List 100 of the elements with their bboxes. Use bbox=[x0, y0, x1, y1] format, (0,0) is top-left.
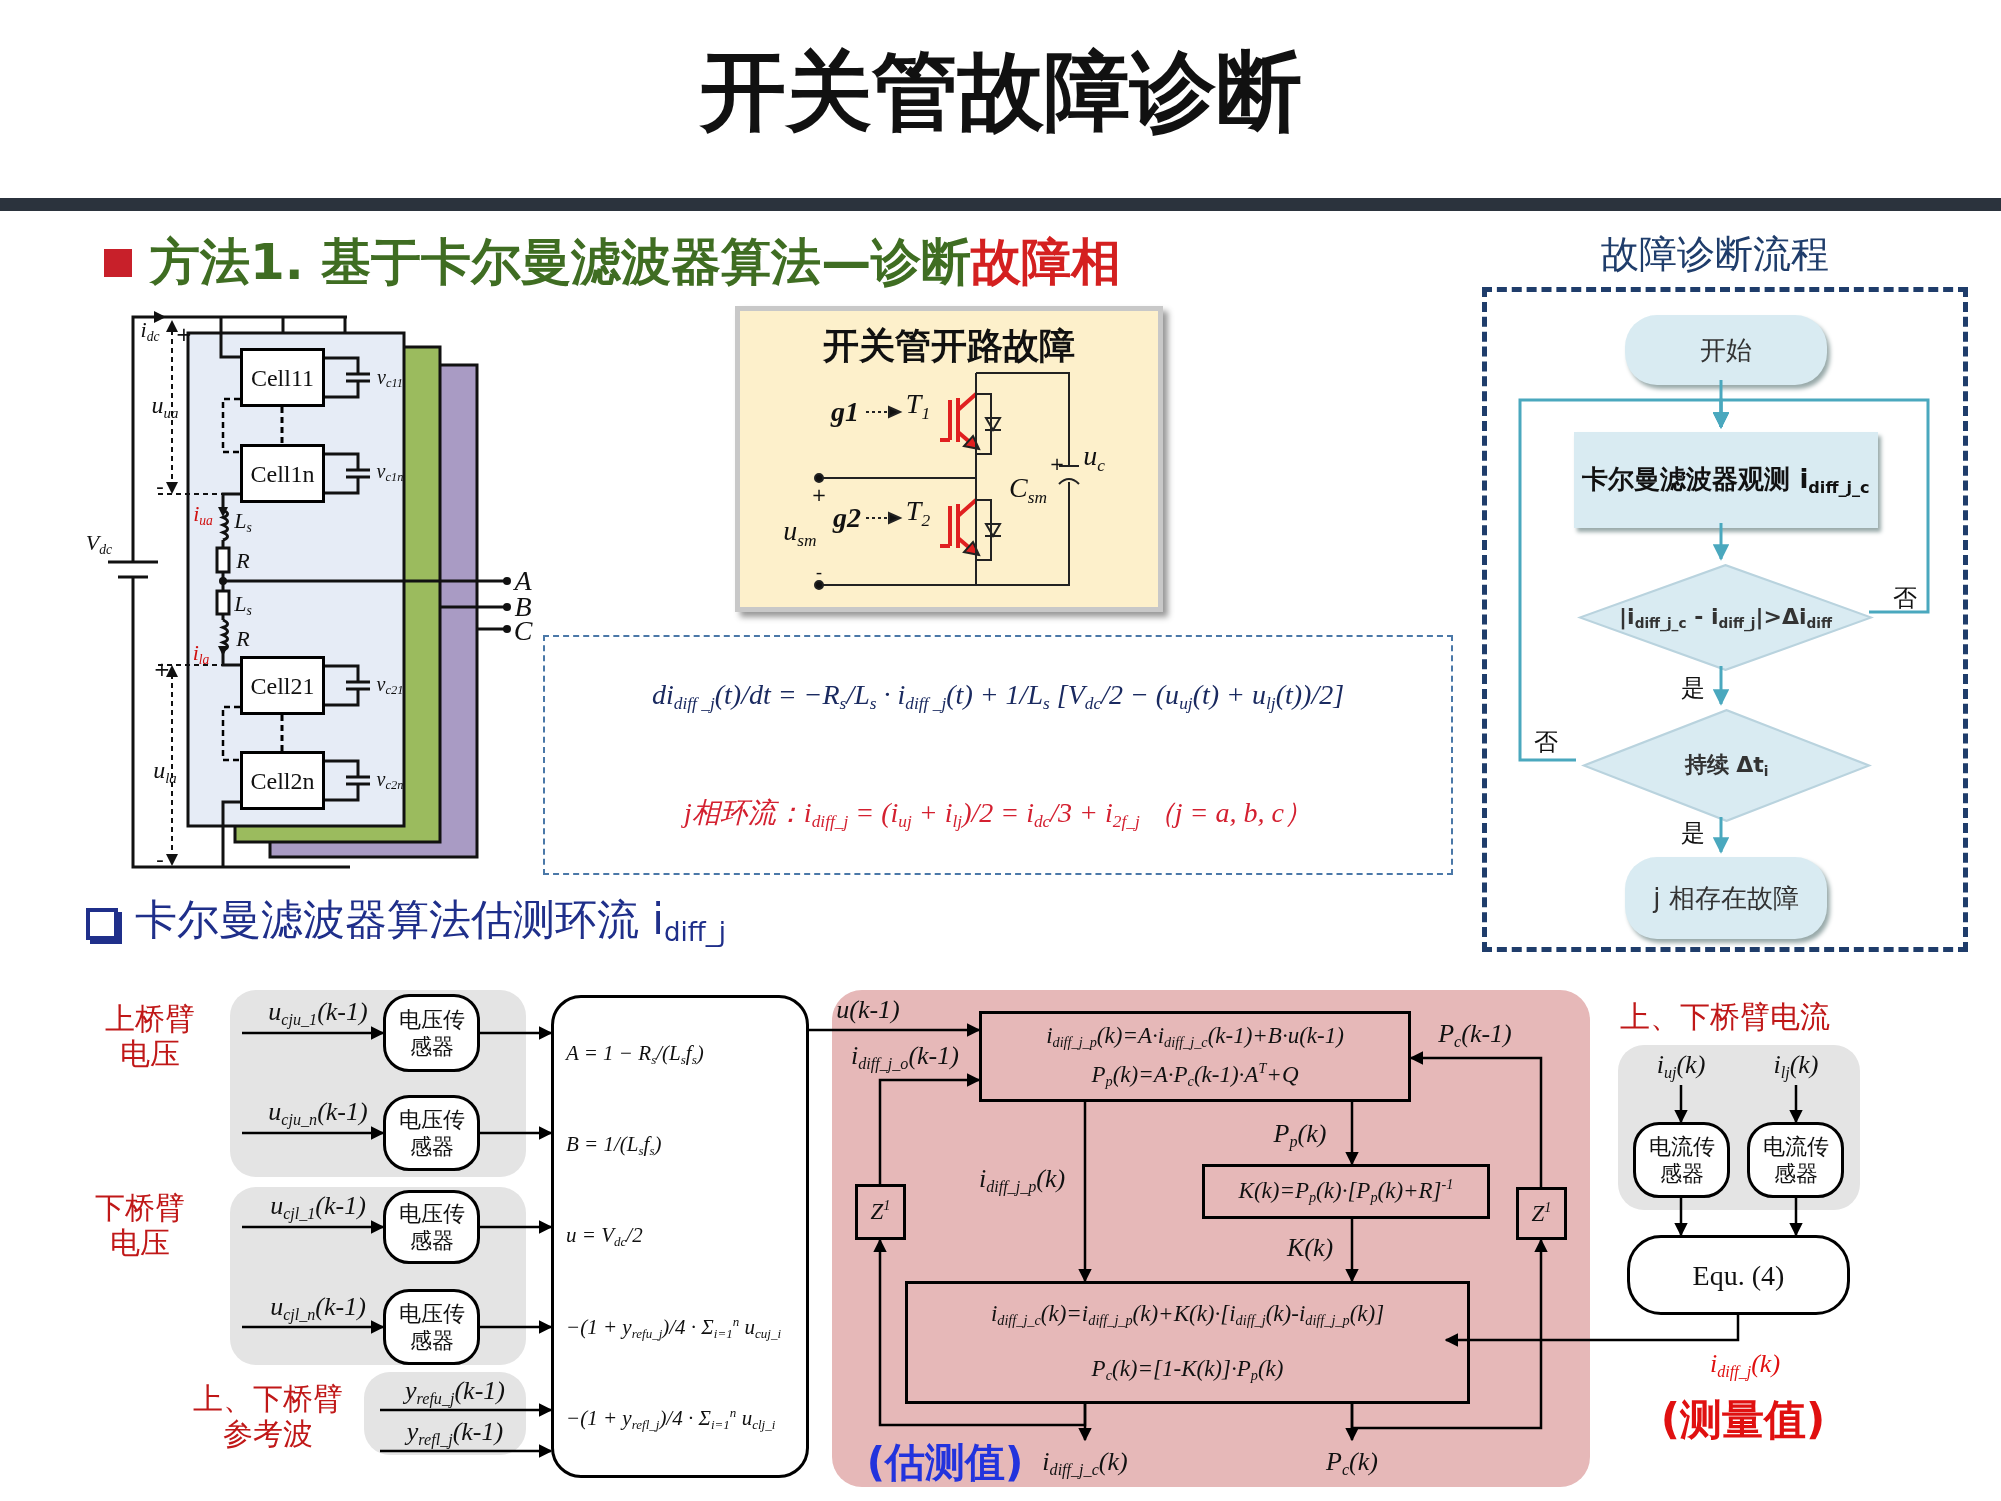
node-label: 卡尔曼滤波器观测 i$_{diff_j_c}$ bbox=[1582, 462, 1870, 498]
arrow bbox=[1789, 1085, 1803, 1124]
equation-text: K(k)=P$_{p}$(k)·[P$_{p}$(k)+R]$^{-1}$ bbox=[1238, 1176, 1454, 1207]
arrow bbox=[242, 1220, 385, 1234]
arrow bbox=[242, 1320, 385, 1334]
sensor-box bbox=[383, 1289, 480, 1365]
arrow bbox=[480, 1220, 553, 1234]
connector-line bbox=[280, 715, 284, 751]
circuit-label: u$_{sm}$ bbox=[783, 515, 817, 551]
circuit-label: u$_{c}$ bbox=[1083, 440, 1105, 476]
edge-label: P$_{p}$(k) bbox=[1273, 1119, 1327, 1151]
sensor-label: 电流传感器 bbox=[1762, 1132, 1829, 1188]
arrow bbox=[1789, 1198, 1803, 1237]
circuit-label: g2 bbox=[833, 501, 861, 535]
sensor-box bbox=[383, 1095, 480, 1171]
sensor-label: 电压传感器 bbox=[398, 1005, 465, 1061]
formula: −(1 + y$_{refl_j}$)/4 · Σ$_{i=1}$$^{n}$ u$_{clj_i}$ bbox=[566, 1405, 776, 1434]
group-caption: 上桥臂电压 bbox=[104, 1001, 196, 1071]
sensor-box bbox=[1633, 1122, 1730, 1198]
circuit-label: v$_{c2n}$ bbox=[376, 767, 404, 793]
edge-label: y$_{refl_j}$(k-1) bbox=[406, 1417, 504, 1449]
subsection-heading: 卡尔曼滤波器算法估测环流 i$_{diff_j}$ bbox=[135, 895, 726, 949]
cell-box bbox=[240, 348, 325, 407]
circuit-label: R bbox=[236, 548, 250, 574]
arrow bbox=[1409, 1051, 1543, 1187]
arrow bbox=[1674, 1085, 1688, 1124]
process-box bbox=[1574, 432, 1878, 528]
arrow bbox=[1444, 1315, 1740, 1347]
fault-panel bbox=[735, 306, 1163, 612]
filter-panel bbox=[832, 990, 1590, 1487]
edge-label: i$_{uj}$(k) bbox=[1656, 1050, 1706, 1082]
arrow bbox=[480, 1320, 553, 1334]
equation-box bbox=[1516, 1187, 1567, 1240]
circuit-label: + bbox=[1049, 453, 1065, 475]
arrow bbox=[1078, 1102, 1092, 1283]
equation-box bbox=[979, 1011, 1411, 1102]
sensor-label: 电压传感器 bbox=[398, 1199, 465, 1255]
signal-group-panel bbox=[364, 1372, 526, 1455]
circuit-label: - bbox=[156, 847, 164, 873]
signal-group-panel bbox=[230, 990, 526, 1177]
decision-diamond bbox=[1581, 709, 1872, 822]
formula: −(1 + y$_{refu_j}$)/4 · Σ$_{i=1}$$^{n}$ u$_{cuj_i}$ bbox=[566, 1313, 782, 1342]
edge-label: 是 bbox=[1681, 673, 1705, 704]
connector-line bbox=[221, 397, 240, 454]
node-label: |i$_{diff_j_c}$ - i$_{diff_j}$|>Δi$_{diff}$ bbox=[1619, 602, 1832, 633]
edge-label: 否 bbox=[1534, 727, 1558, 758]
circuit-label: V$_{dc}$ bbox=[85, 530, 113, 558]
equation-text: P$_{p}$(k)=A·P$_{c}$(k-1)·A$^{T}$+Q bbox=[1091, 1060, 1299, 1091]
edge-label: i$_{diff_j_c}$(k) bbox=[1042, 1447, 1128, 1479]
node-label: 持续 Δt$_{i}$ bbox=[1684, 750, 1769, 781]
equation-text: Z$^{1}$ bbox=[1531, 1198, 1552, 1228]
sensor-box bbox=[383, 1190, 480, 1264]
arrow bbox=[1078, 1404, 1092, 1442]
connector-line bbox=[280, 407, 284, 444]
cell-box bbox=[240, 656, 325, 715]
edge-label: u$_{cju_1}$(k-1) bbox=[268, 997, 368, 1029]
group-caption: 下桥臂电压 bbox=[94, 1190, 186, 1260]
circuit-label: v$_{c11}$ bbox=[377, 365, 403, 391]
arrow bbox=[1712, 523, 1730, 561]
formula: A = 1 − R$_{s}$/(L$_{s}$f$_{s}$) bbox=[566, 1039, 704, 1068]
equation-text: P$_{c}$(k)=[1-K(k)]·P$_{p}$(k) bbox=[1091, 1354, 1284, 1385]
cell-label: Cell11 bbox=[250, 363, 315, 393]
arrow bbox=[873, 1238, 1087, 1427]
circuit-label: i$_{la}$ bbox=[192, 640, 210, 668]
parameter-box bbox=[551, 995, 809, 1478]
circuit-label: R bbox=[236, 626, 250, 652]
equation-text: Z$^{1}$ bbox=[870, 1197, 891, 1226]
equation-box bbox=[855, 1184, 906, 1240]
edge-label: u$_{cju_n}$(k-1) bbox=[268, 1097, 368, 1129]
arrow bbox=[809, 1023, 981, 1037]
circuit-label: - bbox=[815, 561, 823, 583]
arrow bbox=[1350, 1238, 1548, 1430]
section-heading: 故障相 bbox=[971, 234, 1121, 292]
title: 开关管故障诊断 bbox=[698, 40, 1303, 143]
equation-text: i$_{diff_j_p}$(k)=A·i$_{diff_j_c}$(k-1)+B·u(k-1) bbox=[1046, 1022, 1344, 1053]
group-caption: 上、下桥臂参考波 bbox=[192, 1381, 344, 1451]
equation-text: i$_{diff_j_c}$(k)=i$_{diff_j_p}$(k)+K(k)·[i$_{diff_j}$(k)-i$_{diff_j_p}$(k)] bbox=[990, 1300, 1385, 1331]
sensor-box bbox=[383, 994, 480, 1072]
flowchart-title: 故障诊断流程 bbox=[1601, 233, 1829, 277]
terminal-box bbox=[1625, 315, 1827, 385]
flowchart-frame bbox=[1482, 287, 1968, 952]
arrow bbox=[1712, 817, 1730, 854]
arrow bbox=[1518, 398, 1730, 762]
sensor-label: 电流传感器 bbox=[1648, 1132, 1715, 1188]
circuit-label: - bbox=[156, 474, 164, 500]
sensor-label: 电压传感器 bbox=[398, 1105, 465, 1161]
edge-label: i$_{diff_j_o}$(k-1) bbox=[851, 1041, 959, 1073]
cell-box bbox=[240, 444, 325, 503]
arrow bbox=[242, 1026, 385, 1040]
edge-label: u$_{cjl_1}$(k-1) bbox=[270, 1191, 366, 1223]
arrow bbox=[878, 1073, 981, 1184]
circuit-label: g1 bbox=[831, 395, 859, 429]
node-label: 开始 bbox=[1700, 333, 1752, 367]
circuit-label: L$_{s}$ bbox=[234, 591, 252, 619]
edge-label: K(k) bbox=[1286, 1233, 1334, 1263]
circuit-label: T$_{2}$ bbox=[905, 495, 931, 531]
equation-text: Equ. (4) bbox=[1692, 1258, 1785, 1293]
edge-label: 是 bbox=[1681, 818, 1705, 849]
circuit-label: v$_{c1n}$ bbox=[376, 459, 404, 485]
circuit-label: i$_{dc}$ bbox=[140, 317, 160, 345]
